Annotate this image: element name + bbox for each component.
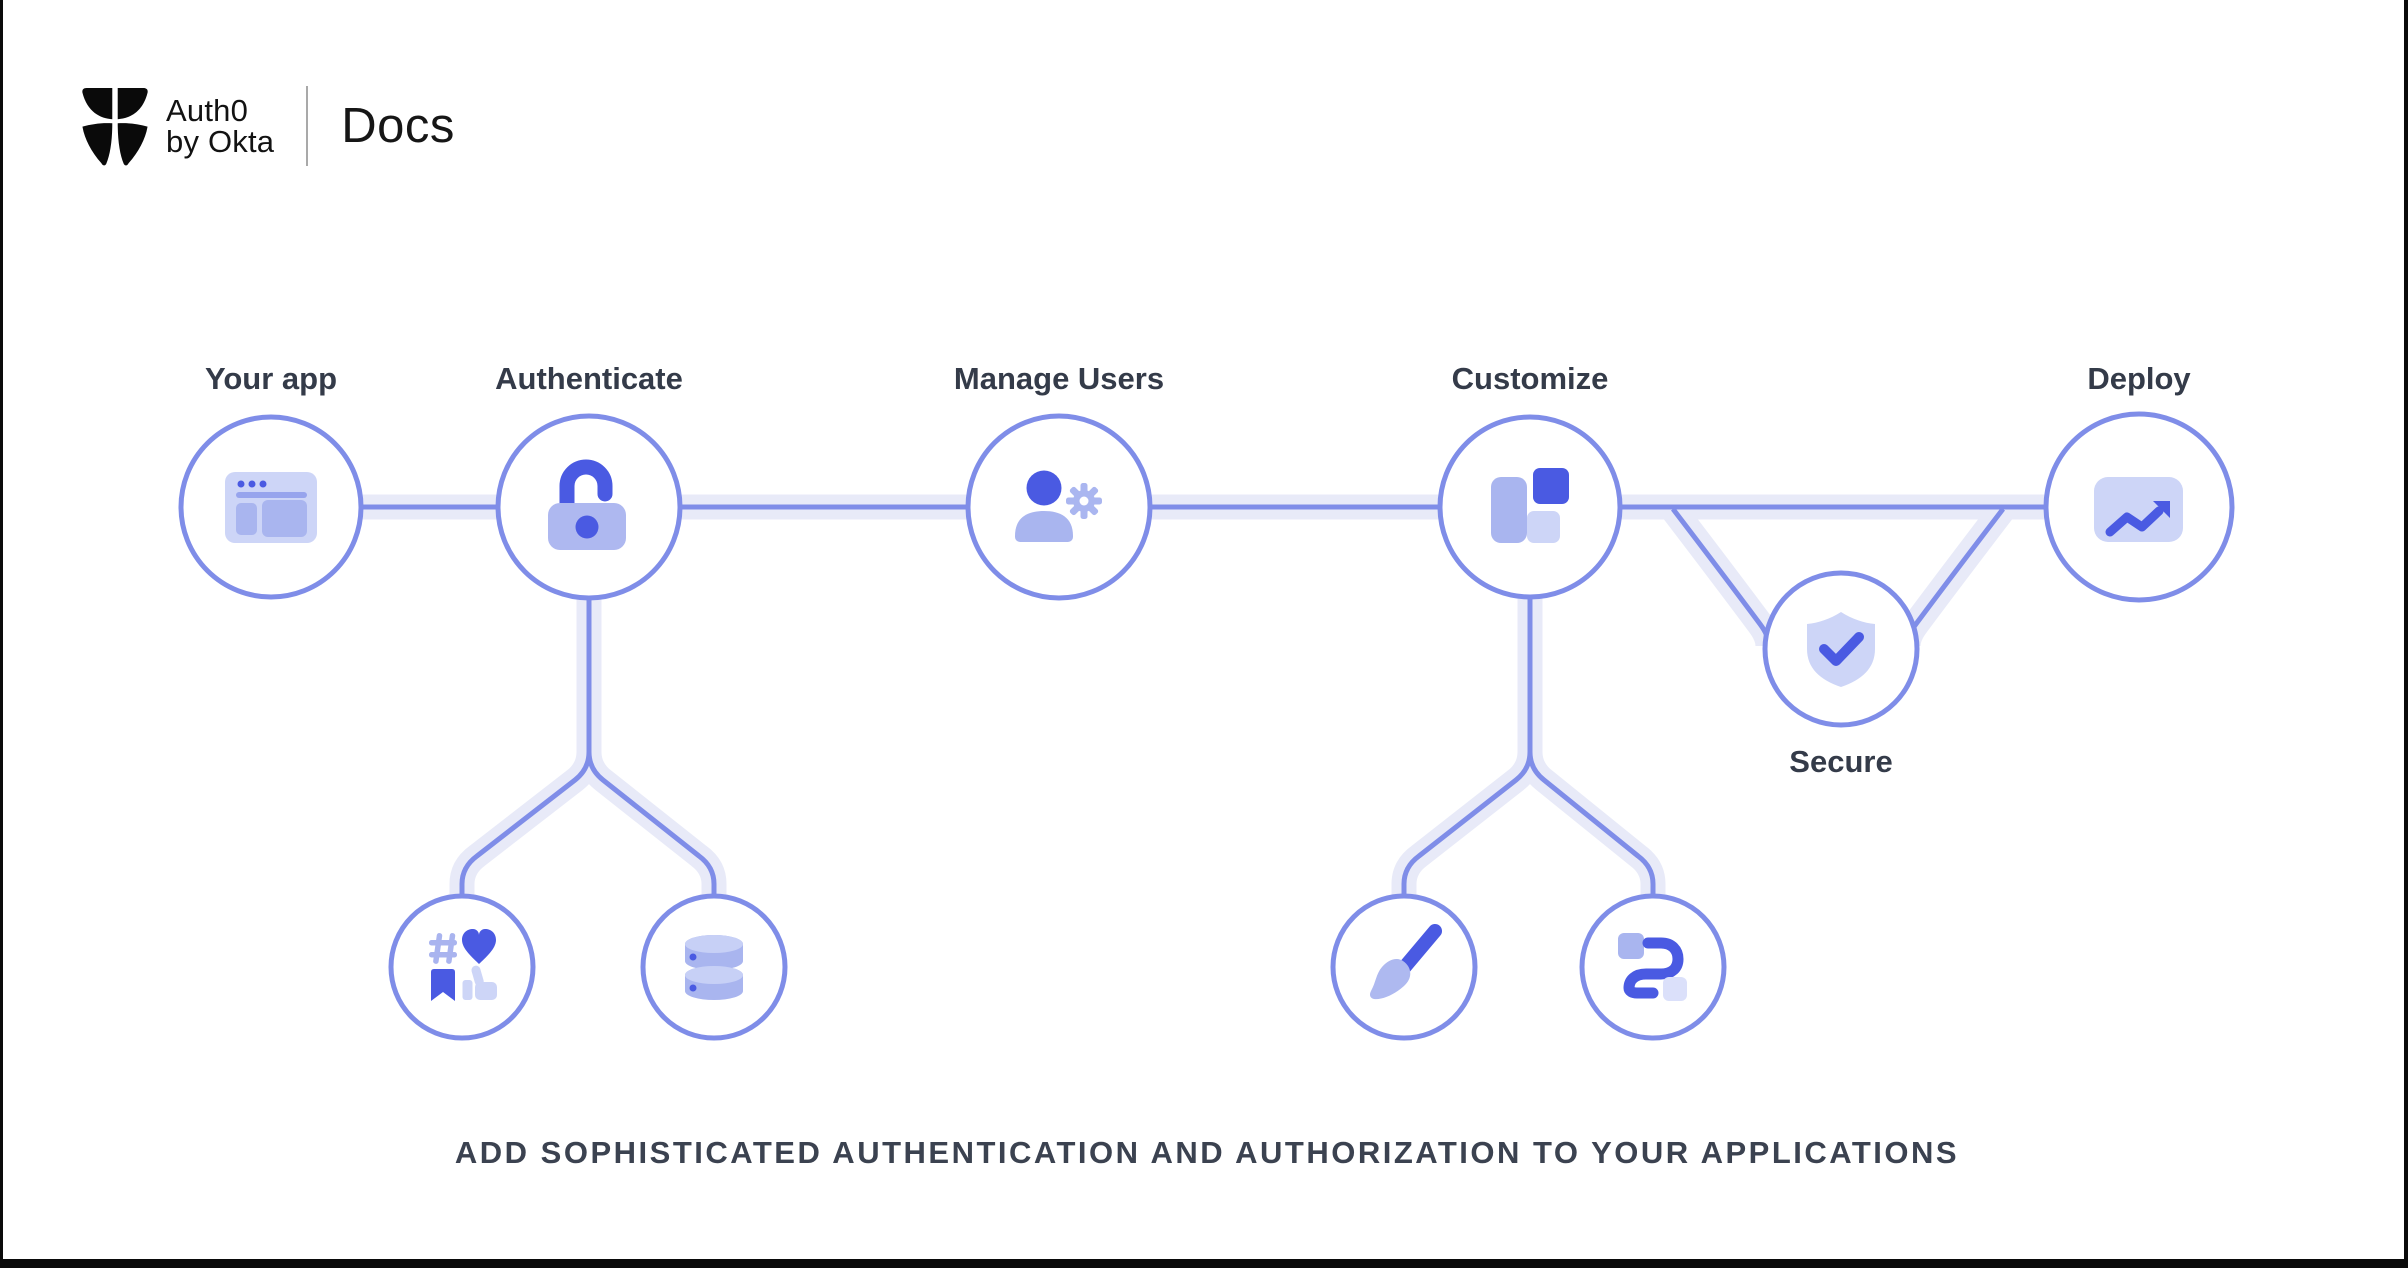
paintbrush-icon: [1370, 924, 1442, 1000]
flow-route-icon: [1618, 933, 1687, 1001]
label-authenticate: Authenticate: [495, 361, 683, 396]
label-manage-users: Manage Users: [954, 361, 1164, 396]
bookmark-glyph: [431, 969, 455, 1001]
headline: ADD SOPHISTICATED AUTHENTICATION AND AUT…: [455, 1135, 1959, 1170]
label-customize: Customize: [1452, 361, 1609, 396]
header-divider: [306, 86, 309, 166]
label-deploy: Deploy: [2087, 361, 2191, 396]
brand-line2: by Okta: [166, 124, 275, 159]
node-manage-users: [965, 413, 1153, 601]
trending-up-icon: [2094, 477, 2183, 542]
label-secure: Secure: [1789, 744, 1892, 779]
user-gear-icon: [1015, 470, 1102, 542]
auth0-logo-icon[interactable]: [81, 86, 149, 166]
thumbs-up-glyph: [462, 965, 497, 1000]
label-your-app: Your app: [205, 361, 337, 396]
layout-blocks-icon: [1491, 468, 1569, 543]
header: Auth0 by Okta Docs: [81, 86, 455, 166]
flow-diagram: Your app Authenticate Manage Users Custo…: [178, 361, 2235, 1170]
unlock-padlock-icon: [548, 459, 626, 550]
hashtag-glyph: [429, 933, 457, 964]
node-customize: [1437, 414, 1623, 600]
brand-wordmark[interactable]: Auth0 by Okta: [166, 95, 274, 157]
docs-title[interactable]: Docs: [341, 99, 455, 153]
heart-glyph: [462, 929, 496, 964]
brand-line1: Auth0: [166, 93, 249, 128]
browser-window-icon: [225, 472, 317, 543]
shield-check-icon: [1807, 612, 1875, 687]
social-login-icon: [429, 929, 497, 1001]
subnode-flow: [1579, 893, 1727, 1041]
subnode-social: [388, 893, 536, 1041]
database-icon: [685, 935, 743, 1000]
